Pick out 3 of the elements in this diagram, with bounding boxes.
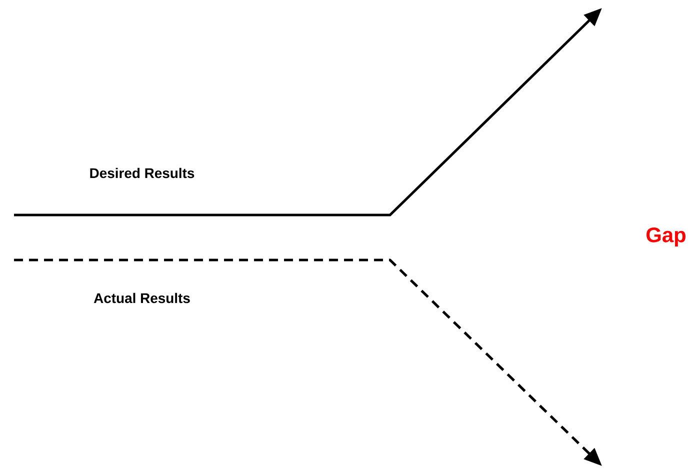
label-text: Desired Results xyxy=(90,168,194,178)
gap-label: Gap xyxy=(646,228,686,246)
label-text: Actual Results xyxy=(94,292,190,304)
